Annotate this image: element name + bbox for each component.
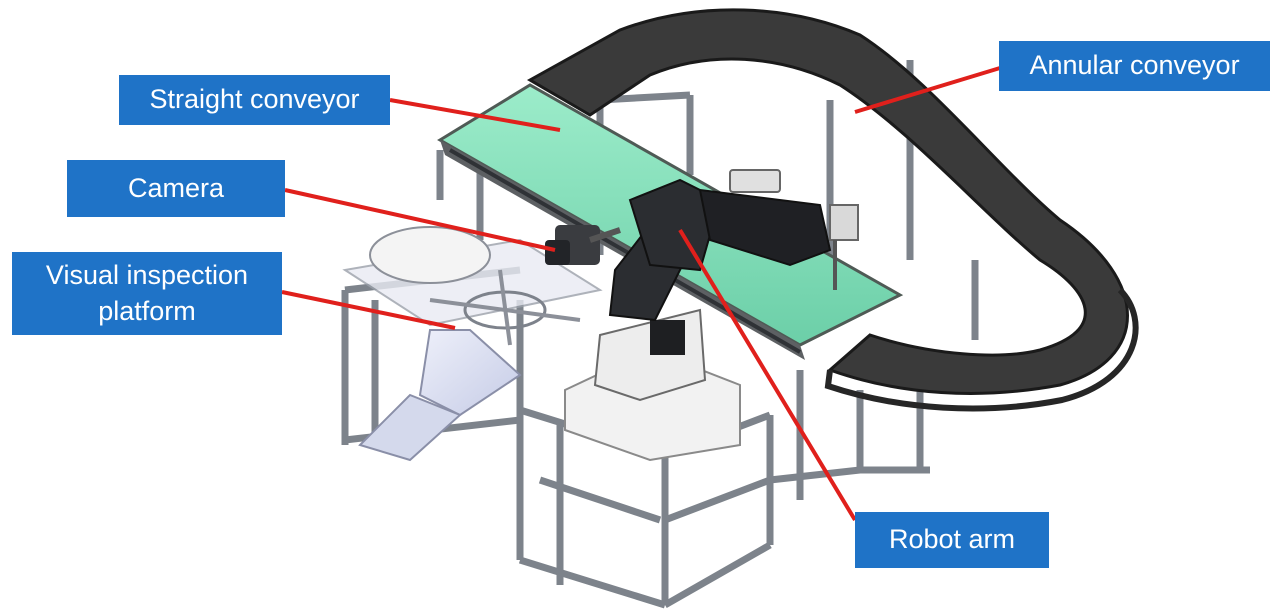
discharge-chute bbox=[418, 329, 522, 417]
label-annular-conveyor: Annular conveyor bbox=[999, 41, 1270, 91]
robot-arm-unit bbox=[564, 169, 859, 462]
visual-inspection-platform bbox=[342, 226, 603, 462]
label-straight-conveyor: Straight conveyor bbox=[119, 75, 390, 125]
label-visual-inspection-platform: Visual inspection platform bbox=[12, 252, 282, 335]
leader-robot-arm bbox=[678, 228, 857, 522]
leader-straight-conveyor bbox=[389, 98, 561, 132]
label-robot-arm: Robot arm bbox=[855, 512, 1049, 568]
annular-belt bbox=[526, 8, 1129, 395]
label-camera: Camera bbox=[67, 160, 285, 217]
leader-camera bbox=[284, 188, 556, 252]
leader-visual-inspection bbox=[281, 290, 456, 330]
leader-lines bbox=[281, 66, 1001, 522]
inspection-disc bbox=[369, 226, 491, 284]
robot-forearm bbox=[698, 188, 832, 267]
annular-conveyor bbox=[526, 8, 1139, 412]
leader-annular-conveyor bbox=[854, 66, 1001, 114]
camera-unit bbox=[545, 225, 621, 265]
